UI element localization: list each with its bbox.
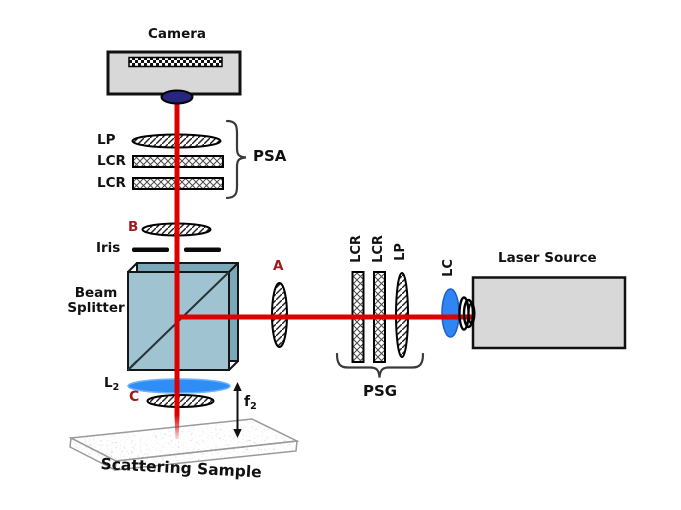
lc-lens (441, 288, 460, 338)
lc-label: LC (440, 259, 456, 277)
lens-c-label: C (129, 389, 140, 405)
psg-group-label: PSG (363, 382, 398, 400)
f2-label: f2 (244, 394, 257, 412)
l2-label-base: L (104, 375, 113, 391)
psa-lcr-top-label: LCR (97, 153, 126, 169)
psa-group-label: PSA (253, 147, 287, 165)
beam-splitter-label: Beam Splitter (67, 285, 125, 316)
psg-lp-label: LP (392, 243, 408, 261)
beam-vertical (174, 97, 180, 415)
beam-horizontal (177, 314, 472, 320)
psg-lcr-right-label: LCR (370, 235, 386, 263)
iris-label: Iris (96, 240, 121, 256)
l2-label: L2 (104, 376, 119, 393)
laser-aperture-rings (458, 296, 476, 331)
l2-label-sub: 2 (112, 382, 120, 393)
camera-lens (160, 89, 194, 105)
beam-taper (174, 415, 180, 439)
psg-lcr-left-label: LCR (348, 235, 364, 263)
iris-left-blade (132, 247, 169, 252)
laser-source-body (471, 276, 627, 350)
f2-label-sub: 2 (250, 401, 257, 412)
camera-sensor (128, 56, 223, 68)
camera-label: Camera (147, 26, 206, 42)
laser-beam (174, 97, 472, 439)
f2-arrow (233, 382, 242, 438)
psg-brace (335, 352, 425, 378)
laser-source-label: Laser Source (498, 250, 597, 266)
lens-b-label: B (128, 219, 139, 235)
iris-right-blade (184, 247, 221, 252)
f2-label-base: f (244, 394, 251, 410)
lens-c (146, 394, 215, 408)
psa-lcr-bottom-label: LCR (97, 175, 126, 191)
psa-lp-label: LP (97, 132, 116, 148)
lens-a-label: A (273, 258, 284, 274)
psa-brace (225, 119, 247, 200)
